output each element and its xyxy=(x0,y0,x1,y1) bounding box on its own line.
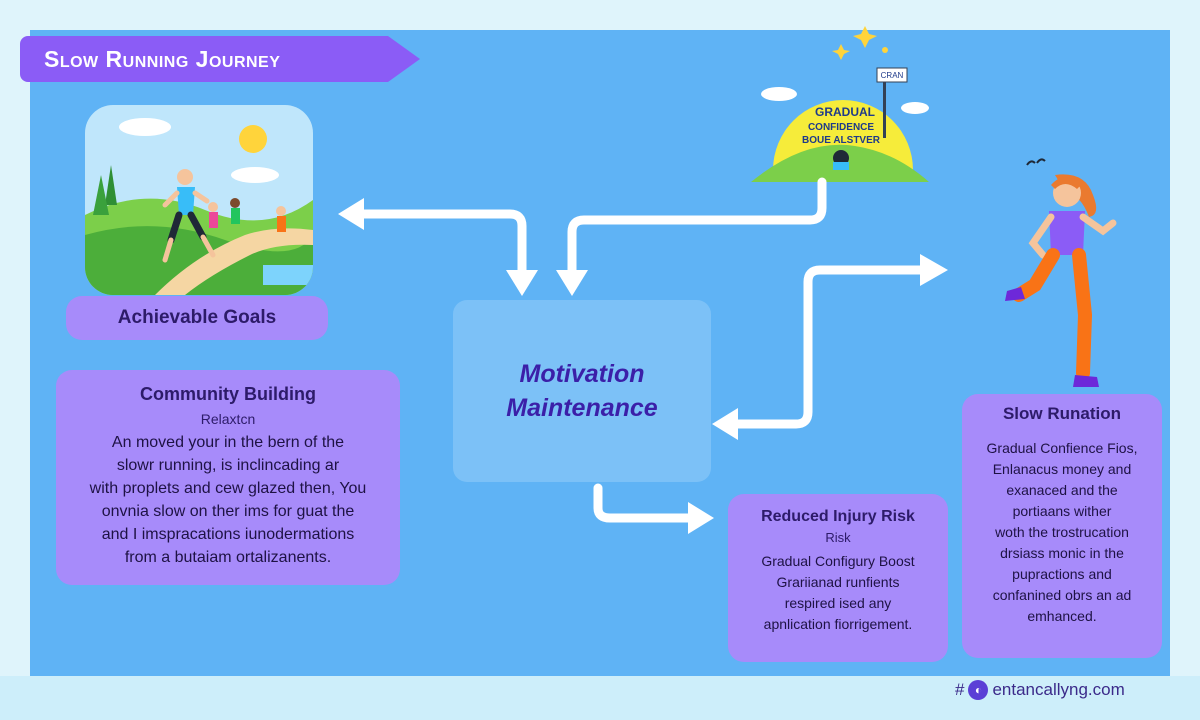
slow-line: Gradual Confience Fios, xyxy=(986,440,1138,456)
site-logo-icon: ◐ xyxy=(968,680,989,700)
slow-line: pupractions and xyxy=(1012,566,1112,582)
achievable-goals-label-box: Achievable Goals xyxy=(66,296,328,340)
community-line: and I imspracations iunodermations xyxy=(101,526,355,543)
slow-line: emhanced. xyxy=(1027,608,1097,624)
sign-line-2: CONFIDENCE xyxy=(808,122,874,133)
runner-figure xyxy=(162,169,216,263)
community-line: from a butaiam ortalizanents. xyxy=(124,549,332,566)
motivation-maintenance-node: Motivation Maintenance xyxy=(453,300,711,482)
community-subtitle: Relaxtcn xyxy=(200,411,256,427)
community-line: onvnia slow on ther ims for guat the xyxy=(101,503,355,520)
injury-line: respired ised any xyxy=(784,595,892,611)
achievable-goals-label: Achievable Goals xyxy=(117,307,277,328)
injury-line: Grariianad runfients xyxy=(776,574,900,590)
footer-mark: # xyxy=(955,680,965,699)
injury-line: apnlication fiorrigement. xyxy=(763,616,913,632)
slow-line: woth the trostrucation xyxy=(995,524,1129,540)
community-body: An moved your in the bern of the slowr r… xyxy=(56,431,400,569)
slow-runation-card: Slow Runation Gradual Confience Fios, En… xyxy=(962,394,1162,658)
footer-site: # ◐ entancallyng.com xyxy=(955,680,1125,700)
injury-title: Reduced Injury Risk xyxy=(761,508,915,525)
slow-line: portiaans wither xyxy=(1012,503,1112,519)
gradual-confidence-sign-illustration: CRAN GRADUAL CONFIDENCE BOUE ALSTVER xyxy=(751,26,929,182)
motivation-maintenance-text: Motivation Maintenance xyxy=(506,360,658,422)
footer-band xyxy=(0,676,1200,720)
injury-line: Gradual Configury Boost xyxy=(761,553,915,569)
sun-icon xyxy=(239,125,267,153)
arrow-center-to-runner xyxy=(725,265,925,429)
sign-line-3: BOUE ALSTVER xyxy=(802,135,881,146)
community-building-card: Community Building Relaxtcn An moved you… xyxy=(56,370,400,585)
slow-line: exanaced and the xyxy=(1006,482,1118,498)
running-woman-illustration xyxy=(1005,158,1117,387)
sign-line-1: GRADUAL xyxy=(815,105,875,119)
slow-line: Enlanacus money and xyxy=(992,461,1132,477)
community-line: slowr running, is inclincading ar xyxy=(116,457,340,474)
slow-line: drsiass monic in the xyxy=(1000,545,1124,561)
arrow-goals-to-center xyxy=(353,209,527,279)
arrow-center-to-injury xyxy=(593,483,693,523)
slow-title: Slow Runation xyxy=(1002,404,1122,423)
community-title: Community Building xyxy=(140,384,316,404)
sign-flag-text: CRAN xyxy=(881,71,904,80)
injury-subtitle: Risk xyxy=(825,530,851,545)
park-runners-illustration xyxy=(85,105,313,295)
slow-body: Gradual Confience Fios, Enlanacus money … xyxy=(962,438,1162,627)
reduced-injury-risk-card: Reduced Injury Risk Risk Gradual Configu… xyxy=(728,494,948,662)
title-banner: Slow Running Journey xyxy=(20,36,420,82)
community-line: with proplets and cew glazed then, You xyxy=(89,480,367,497)
community-line: An moved your in the bern of the xyxy=(111,434,345,451)
page-title: Slow Running Journey xyxy=(44,45,281,72)
footer-url[interactable]: entancallyng.com xyxy=(992,680,1125,699)
slow-line: confanined obrs an ad xyxy=(992,587,1132,603)
arrow-sign-to-center xyxy=(567,177,827,279)
injury-body: Gradual Configury Boost Grariianad runfi… xyxy=(728,551,948,635)
